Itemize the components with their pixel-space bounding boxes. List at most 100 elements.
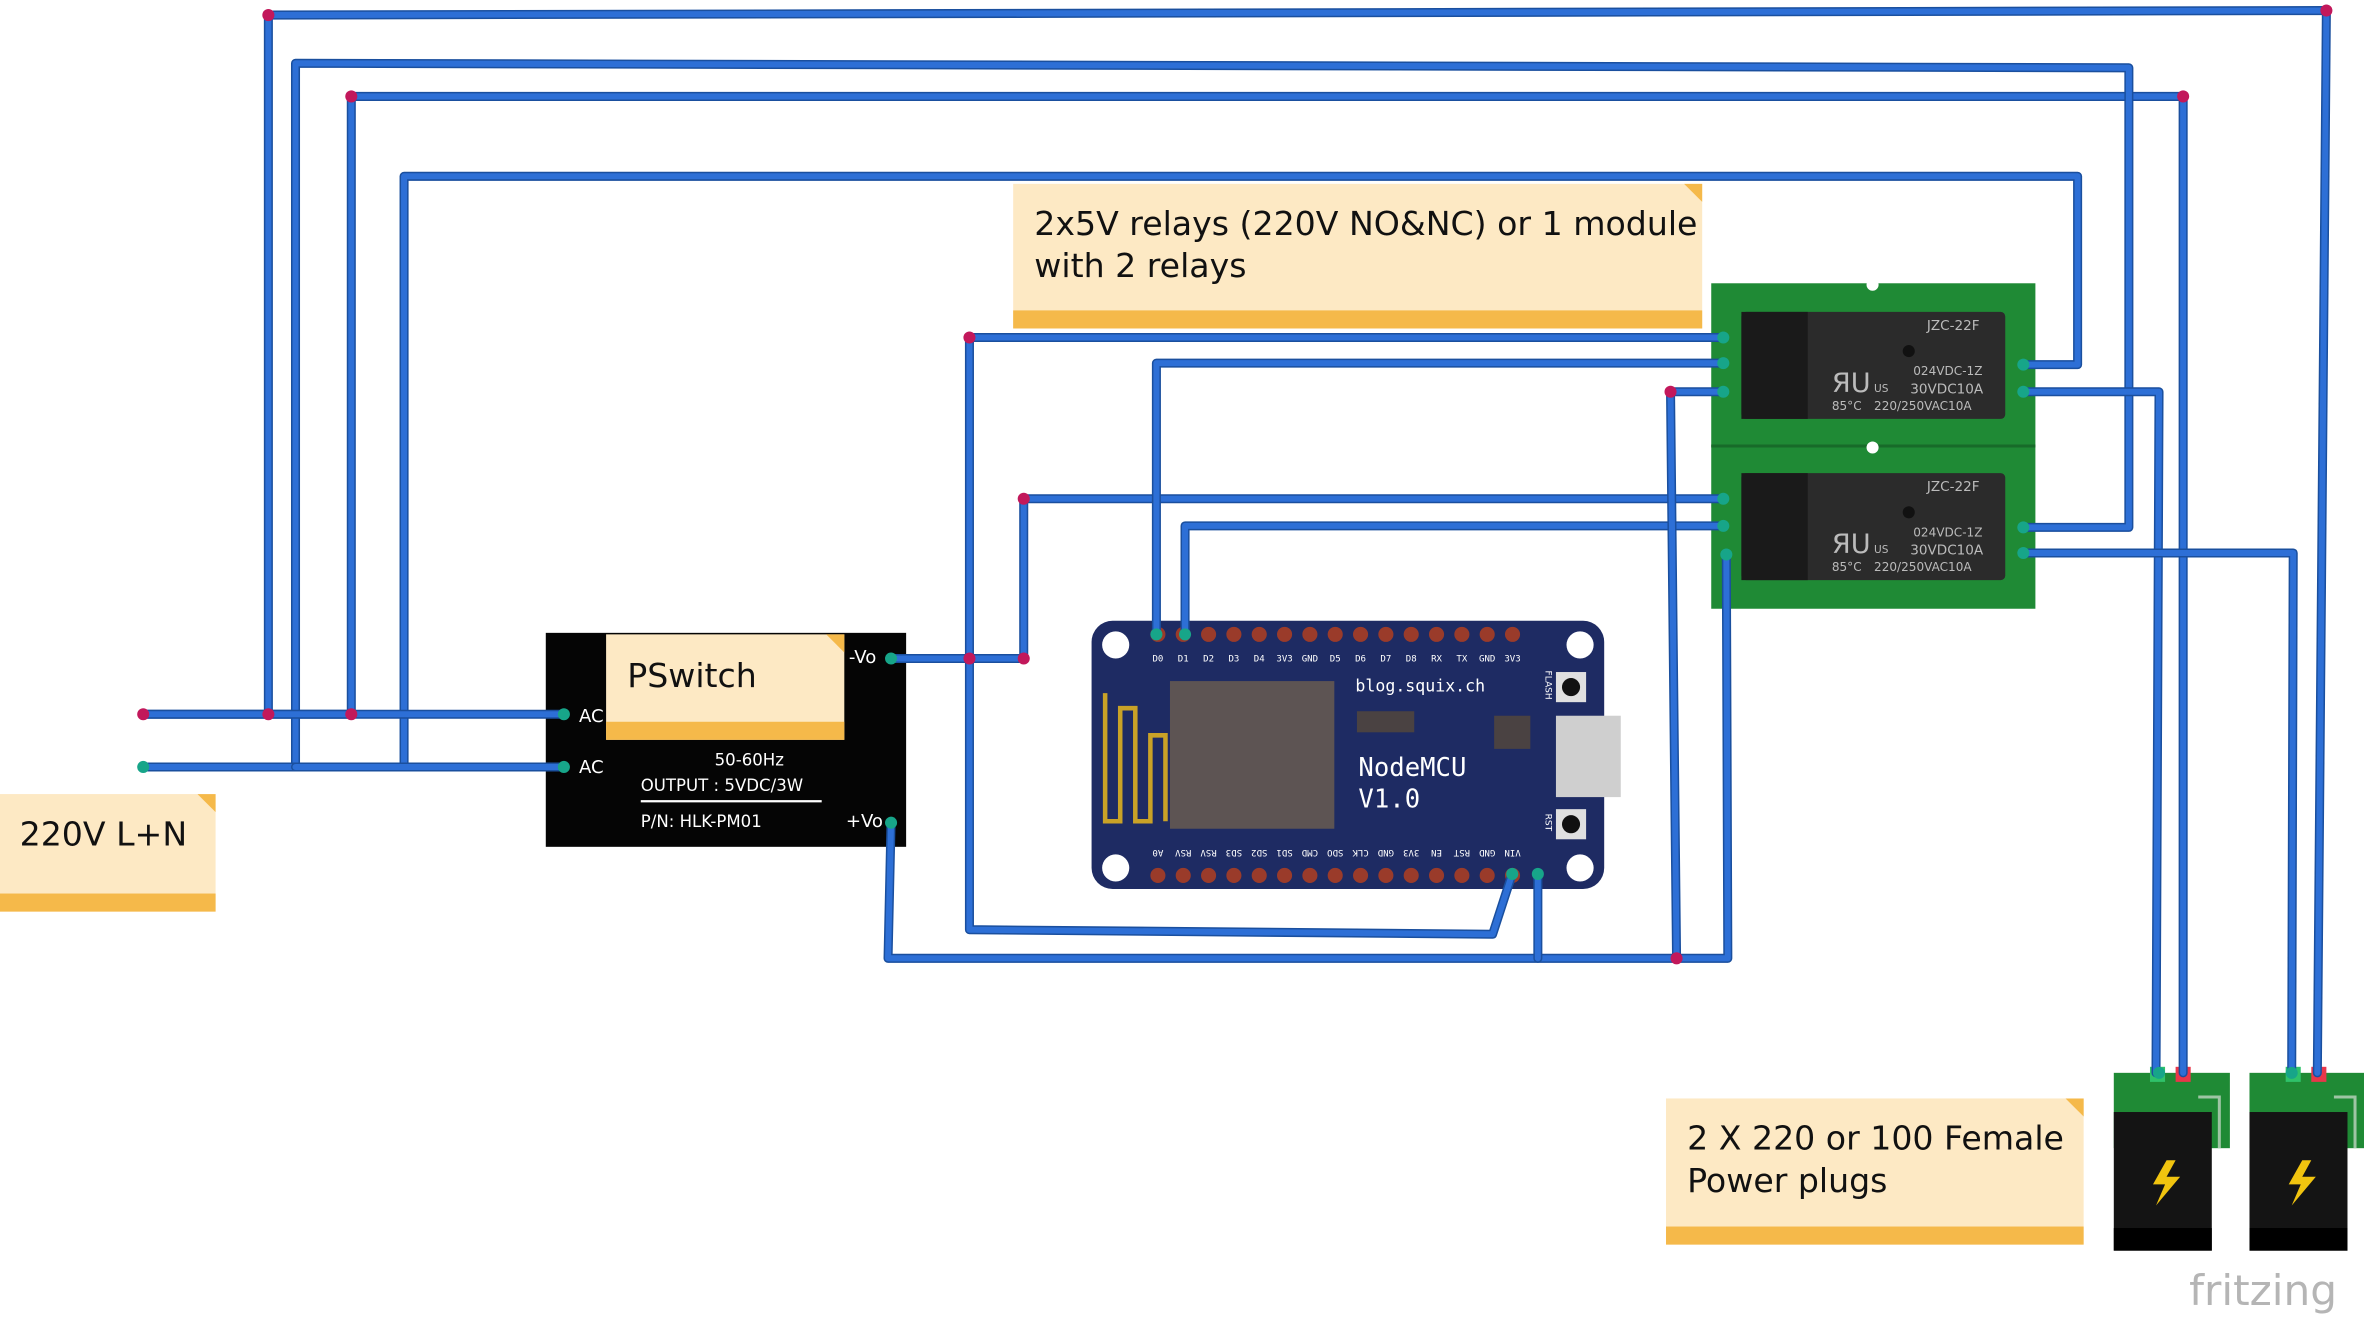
nodemcu-bottom-pin[interactable] <box>1150 867 1166 883</box>
nodemcu-top-pin-label: D1 <box>1178 654 1189 664</box>
wire-connection-point[interactable] <box>1150 628 1163 641</box>
wire-connection-point[interactable] <box>1531 867 1544 880</box>
nodemcu-bottom-pin[interactable] <box>1302 867 1318 883</box>
nodemcu-title-line1: NodeMCU <box>1358 753 1466 783</box>
usb-connector <box>1555 715 1621 798</box>
wire-connection-point[interactable] <box>557 708 570 721</box>
note-mains[interactable]: 220V L+N <box>0 794 216 912</box>
wire-bendpoint[interactable] <box>2320 4 2333 17</box>
wire-connection-point[interactable] <box>1179 628 1192 641</box>
nodemcu-bottom-pin-label: RST <box>1453 847 1470 857</box>
wire-bendpoint[interactable] <box>2177 90 2190 103</box>
wire-connection-point[interactable] <box>1717 357 1730 370</box>
wire[interactable] <box>1153 360 1727 638</box>
psu-pin-ac-top: AC <box>579 706 604 727</box>
nodemcu-top-pin[interactable] <box>1201 626 1217 642</box>
power-plug-2[interactable] <box>2249 1066 2364 1251</box>
wire-connection-point[interactable] <box>1506 867 1519 880</box>
nodemcu-bottom-pin[interactable] <box>1428 867 1445 883</box>
wire-connection-point[interactable] <box>1717 331 1730 344</box>
note-pswitch[interactable]: PSwitch <box>606 634 845 740</box>
wire[interactable] <box>2020 388 2163 1076</box>
wire-connection-point[interactable] <box>2285 1066 2298 1079</box>
wire[interactable] <box>1182 522 1727 638</box>
wire-connection-point[interactable] <box>885 816 898 829</box>
wire-bendpoint[interactable] <box>345 708 358 721</box>
wire-connection-point[interactable] <box>2017 385 2030 398</box>
wire-bendpoint[interactable] <box>262 9 275 22</box>
nodemcu-bottom-pin[interactable] <box>1403 867 1419 883</box>
nodemcu-top-pin[interactable] <box>1277 626 1293 642</box>
nodemcu-top-pin[interactable] <box>1504 626 1521 642</box>
nodemcu-bottom-pin-label: VIN <box>1504 847 1520 857</box>
wire-connection-point[interactable] <box>1717 385 1730 398</box>
nodemcu-top-pin[interactable] <box>1302 626 1318 642</box>
antenna-trace <box>1102 693 1168 824</box>
wire-bendpoint[interactable] <box>1017 652 1030 665</box>
nodemcu-bottom-pin-label: GND <box>1378 847 1394 857</box>
nodemcu-top-pin[interactable] <box>1378 626 1394 642</box>
nodemcu-bottom-pin[interactable] <box>1479 867 1495 883</box>
nodemcu-top-pin[interactable] <box>1251 626 1267 642</box>
nodemcu-bottom-pin[interactable] <box>1201 867 1217 883</box>
wire[interactable] <box>888 334 1727 662</box>
nodemcu-bottom-pin[interactable] <box>1378 867 1394 883</box>
nodemcu-top-pin[interactable] <box>1454 626 1470 642</box>
note-plugs[interactable]: 2 X 220 or 100 Female Power plugs <box>1666 1098 2084 1245</box>
psu-pin-pos: +Vo <box>846 811 883 832</box>
relay-1-ul-mark-icon: ЯU <box>1832 368 1871 399</box>
nodemcu-bottom-pin[interactable] <box>1226 867 1242 883</box>
wire-connection-point[interactable] <box>2017 521 2030 534</box>
nodemcu-top-pin[interactable] <box>1428 626 1445 642</box>
wire-bendpoint[interactable] <box>963 652 976 665</box>
wire-connection-point[interactable] <box>1717 492 1730 505</box>
nodemcu-top-pin[interactable] <box>1403 626 1419 642</box>
wire-outline <box>1180 521 1728 639</box>
nodemcu-top-pin-label: D4 <box>1254 654 1265 664</box>
nodemcu-bottom-pin[interactable] <box>1353 867 1369 883</box>
wire-bendpoint[interactable] <box>1670 952 1683 965</box>
wire[interactable] <box>2020 549 2297 1076</box>
wire-connection-point[interactable] <box>885 652 898 665</box>
nodemcu-top-pin[interactable] <box>1353 626 1369 642</box>
wire-bendpoint[interactable] <box>345 90 358 103</box>
wire-connection-point[interactable] <box>557 760 570 773</box>
wire-connection-point[interactable] <box>137 760 150 773</box>
nodemcu-top-pin[interactable] <box>1479 626 1495 642</box>
relay-2-temp: 85°C <box>1832 560 1862 574</box>
wire-connection-point[interactable] <box>1717 519 1730 532</box>
power-plug-1[interactable] <box>2113 1066 2230 1251</box>
relay-board[interactable]: JZC-22F 024VDC-1Z 30VDC10A 85°C 220/250V… <box>1711 278 2036 609</box>
relay-2-ul-mark-icon: ЯU <box>1832 529 1871 560</box>
nodemcu-top-pin[interactable] <box>1327 626 1343 642</box>
nodemcu-bottom-pin[interactable] <box>1327 867 1343 883</box>
nodemcu-bottom-pin[interactable] <box>1277 867 1293 883</box>
wire-bendpoint[interactable] <box>963 331 976 344</box>
wire-connection-point[interactable] <box>2017 546 2030 560</box>
wire-bendpoint[interactable] <box>1664 385 1677 398</box>
nodemcu-top-pin[interactable] <box>1226 626 1242 642</box>
nodemcu-bottom-pin-label: GND <box>1479 847 1495 857</box>
wire-bendpoint[interactable] <box>262 708 275 721</box>
nodemcu-top-pin-label: TX <box>1456 654 1467 664</box>
nodemcu-bottom-pin[interactable] <box>1175 867 1191 883</box>
nodemcu-bottom-pin-label: SDO <box>1327 847 1343 857</box>
wire-connection-point[interactable] <box>2017 358 2030 371</box>
nodemcu-top-pin-label: D8 <box>1406 654 1417 664</box>
wire-connection-point[interactable] <box>2152 1066 2166 1079</box>
wire-connection-point[interactable] <box>1720 548 1733 561</box>
nodemcu-bottom-pin[interactable] <box>1251 867 1267 883</box>
wire[interactable] <box>966 655 1516 938</box>
wire[interactable] <box>966 495 1727 662</box>
relay-2-model: JZC-22F <box>1926 479 1980 495</box>
nodemcu-top-pin-label: D6 <box>1355 654 1366 664</box>
wire-bendpoint[interactable] <box>1017 492 1030 505</box>
note-relays-line2: with 2 relays <box>1034 246 1246 285</box>
note-relays[interactable]: 2x5V relays (220V NO&NC) or 1 module wit… <box>1013 183 1703 329</box>
wire[interactable] <box>885 551 1731 962</box>
flash-label: FLASH <box>1542 671 1552 700</box>
wire-bendpoint[interactable] <box>137 708 150 721</box>
nodemcu-bottom-pin[interactable] <box>1454 867 1470 883</box>
